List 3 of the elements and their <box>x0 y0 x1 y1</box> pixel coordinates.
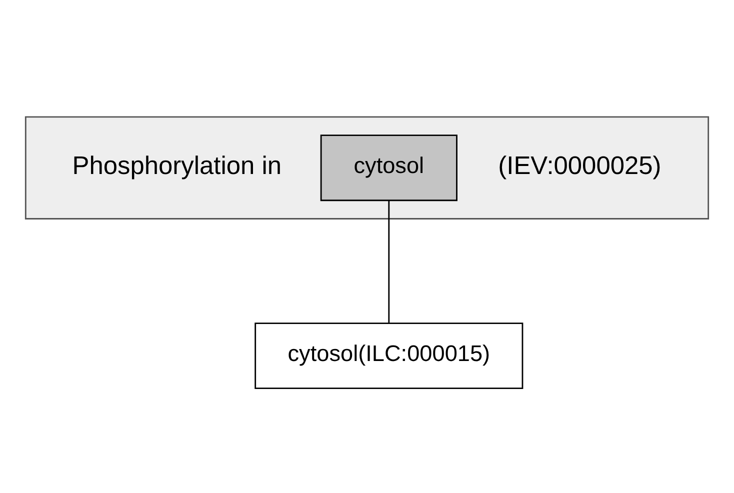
node-box: cytosol <box>320 134 458 201</box>
node-box: cytosol(ILC:000015) <box>254 322 524 389</box>
connector <box>388 200 390 322</box>
